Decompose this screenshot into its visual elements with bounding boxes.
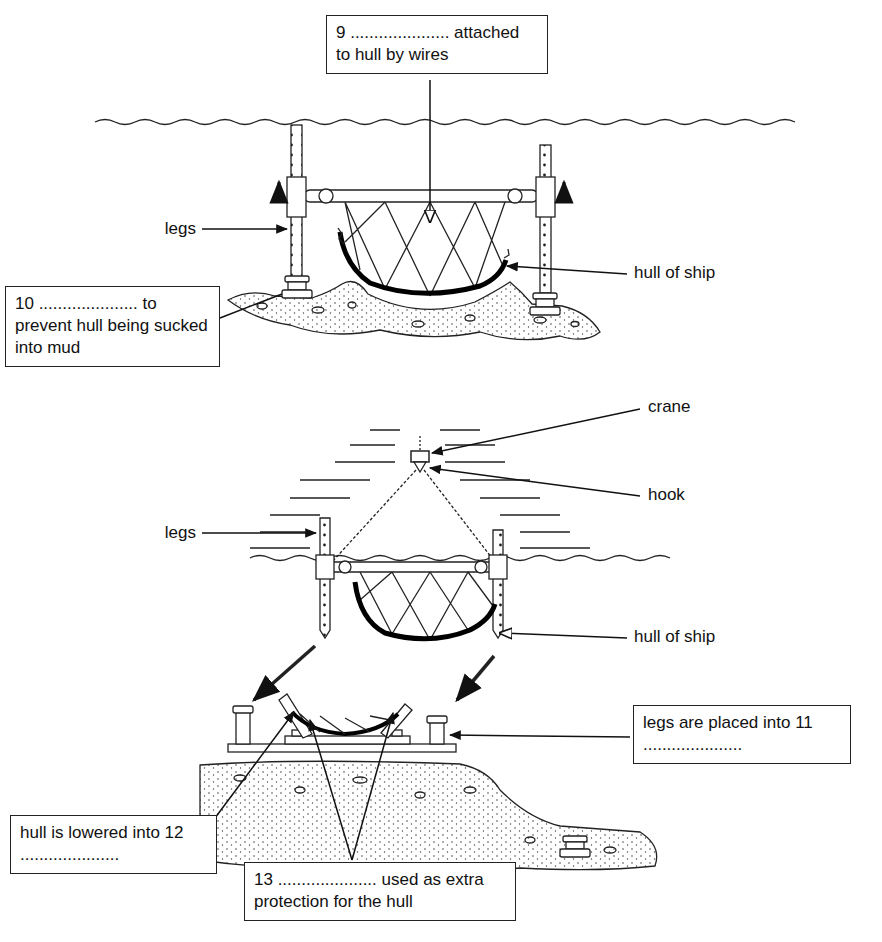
callout-text: 9 ..................... attached to hull… — [336, 22, 538, 66]
part-label: crane — [646, 396, 693, 418]
callout-text: legs are placed into 11 ................… — [643, 712, 841, 756]
callout-text: 13 ..................... used as extra p… — [254, 869, 506, 913]
middle-scene — [250, 430, 670, 700]
callout-box: 9 ..................... attached to hull… — [326, 15, 548, 74]
callout-box: hull is lowered into 12 ................… — [10, 815, 217, 874]
callout-box: 13 ..................... used as extra p… — [244, 862, 516, 921]
part-label: hull of ship — [632, 626, 717, 648]
callout-box: legs are placed into 11 ................… — [633, 705, 851, 764]
leader-lines — [202, 80, 640, 860]
bottom-scene — [200, 694, 657, 871]
part-label: hull of ship — [632, 262, 717, 284]
part-label: legs — [163, 522, 198, 544]
part-label: legs — [163, 218, 198, 240]
part-label: hook — [646, 484, 687, 506]
callout-box: 10 ..................... to prevent hull… — [5, 286, 220, 367]
callout-text: hull is lowered into 12 ................… — [20, 822, 207, 866]
callout-text: 10 ..................... to prevent hull… — [15, 293, 210, 359]
